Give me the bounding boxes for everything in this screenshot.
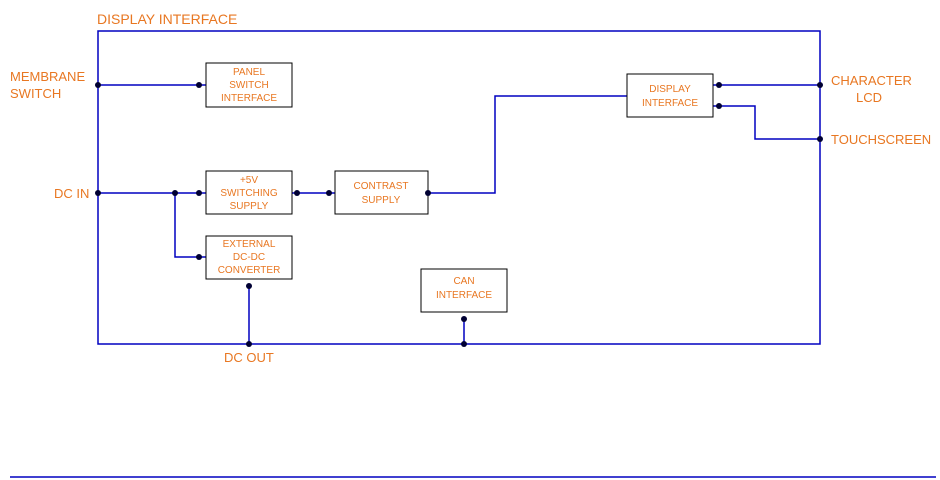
block-label: DISPLAY	[649, 84, 691, 95]
block-label: INTERFACE	[221, 93, 277, 104]
block-label: +5V	[240, 175, 258, 186]
block-label: SWITCHING	[220, 188, 277, 199]
block-label: CAN	[453, 276, 474, 287]
wire-contrast-to-display	[428, 96, 627, 193]
block-label: DC-DC	[233, 252, 265, 263]
port-dc-out: DC OUT	[224, 350, 274, 365]
block-label: SWITCH	[229, 80, 268, 91]
block-label: CONVERTER	[218, 265, 281, 276]
block-switching-supply: +5V SWITCHING SUPPLY	[206, 171, 292, 214]
block-label: INTERFACE	[436, 290, 492, 301]
block-label: SUPPLY	[362, 195, 401, 206]
wire-dcin-to-dcdc	[175, 193, 206, 257]
port-membrane-switch-line1: MEMBRANE	[10, 69, 85, 84]
block-can-interface: CAN INTERFACE	[421, 269, 507, 312]
wire-display-to-touchscreen	[713, 106, 820, 139]
diagram-title: DISPLAY INTERFACE	[97, 11, 237, 27]
block-display-interface: DISPLAY INTERFACE	[627, 74, 713, 117]
block-label: EXTERNAL	[223, 239, 276, 250]
block-label: INTERFACE	[642, 98, 698, 109]
block-dcdc-converter: EXTERNAL DC-DC CONVERTER	[206, 236, 292, 279]
port-membrane-switch-line2: SWITCH	[10, 86, 61, 101]
block-panel-switch-interface: PANEL SWITCH INTERFACE	[206, 63, 292, 107]
port-character-lcd-line2: LCD	[856, 90, 882, 105]
port-character-lcd-line1: CHARACTER	[831, 73, 912, 88]
port-touchscreen: TOUCHSCREEN	[831, 132, 931, 147]
block-contrast-supply: CONTRAST SUPPLY	[335, 171, 428, 214]
port-dc-in: DC IN	[54, 186, 89, 201]
block-label: SUPPLY	[230, 201, 269, 212]
block-label: PANEL	[233, 67, 265, 78]
block-label: CONTRAST	[354, 181, 409, 192]
